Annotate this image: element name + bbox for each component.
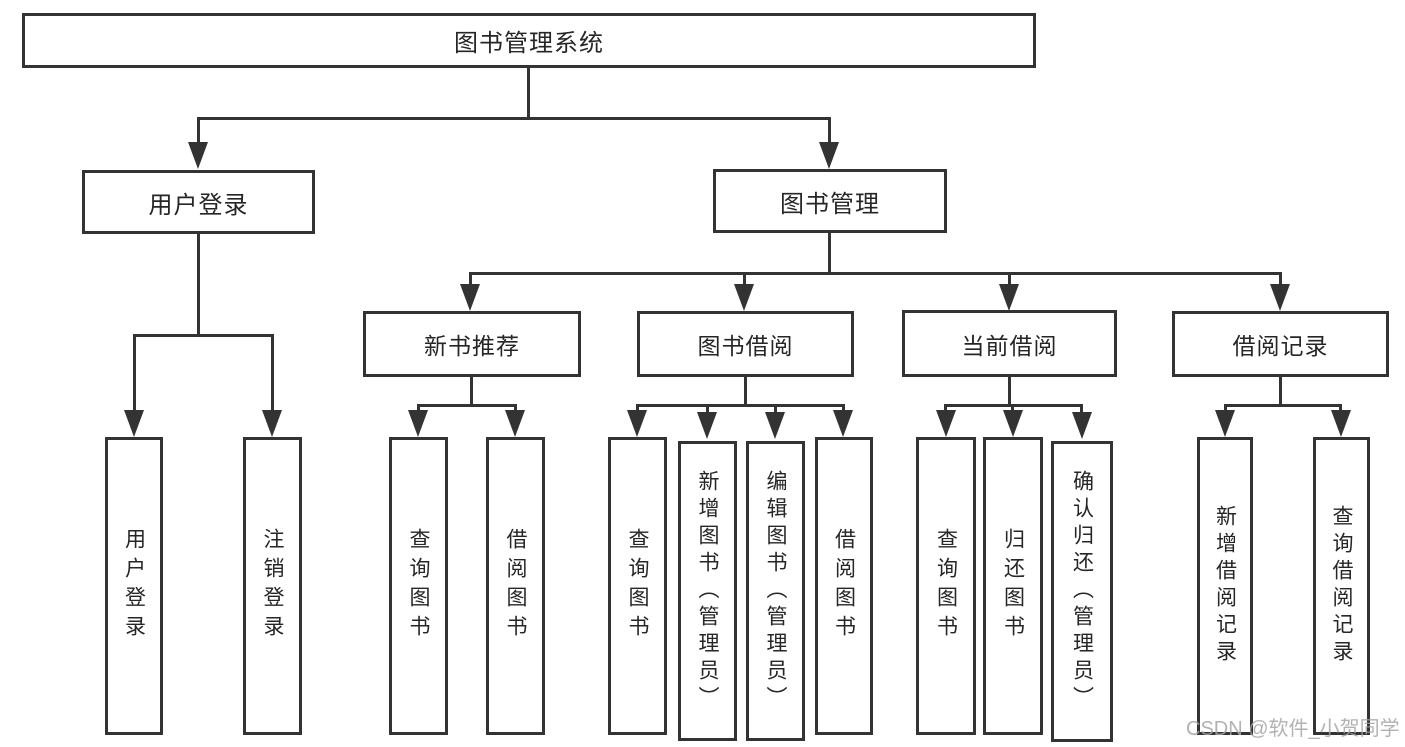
- arrow-borrowing: [734, 284, 754, 311]
- connector-br-drop1: [1224, 404, 1227, 414]
- node-label: 用户登录: [122, 528, 146, 644]
- connector-level1-branch: [197, 117, 831, 120]
- arrow-current: [999, 284, 1019, 311]
- node-leaf-user-login: 用户登录: [105, 437, 163, 735]
- node-label: 借阅图书: [504, 528, 527, 644]
- arrow-bb-add: [697, 412, 717, 439]
- connector-br-drop2: [1339, 404, 1342, 414]
- node-new-book-recommend: 新书推荐: [363, 311, 581, 377]
- node-current-borrow: 当前借阅: [902, 310, 1117, 377]
- connector-drop-current: [1008, 272, 1011, 286]
- node-label: 新增图书（管理员）: [696, 469, 719, 713]
- node-leaf-nb-borrow-books: 借阅图书: [486, 437, 545, 735]
- arrow-nb-borrow: [505, 410, 525, 437]
- arrow-cb-confirm: [1072, 412, 1092, 439]
- node-leaf-bb-edit-books-admin: 编辑图书（管理员）: [746, 441, 805, 741]
- connector-drop-records: [1279, 272, 1282, 286]
- connector-cb-drop2: [1011, 404, 1014, 414]
- arrow-book-mgmt: [819, 142, 839, 169]
- arrow-cb-return: [1003, 410, 1023, 437]
- node-label: 查询图书: [934, 528, 958, 644]
- node-label: 新增借阅记录: [1213, 505, 1237, 667]
- connector-cb-drop3: [1080, 404, 1083, 414]
- connector-drop-book-mgmt: [828, 117, 831, 147]
- node-leaf-logout: 注销登录: [243, 437, 302, 735]
- arrow-user-login: [188, 142, 208, 169]
- arrow-bb-edit: [765, 412, 785, 439]
- node-leaf-bb-query-books: 查询图书: [608, 437, 667, 735]
- node-label: 注销登录: [261, 528, 284, 644]
- node-leaf-br-query-record: 查询借阅记录: [1313, 437, 1370, 735]
- node-leaf-bb-add-books-admin: 新增图书（管理员）: [678, 441, 737, 741]
- connector-nb-split: [417, 404, 517, 407]
- node-book-borrow: 图书借阅: [637, 311, 854, 377]
- connector-drop-user-login: [197, 117, 200, 147]
- connector-drop-login: [133, 334, 136, 414]
- node-leaf-cb-return-books: 归还图书: [983, 437, 1043, 735]
- node-label: 查询图书: [626, 528, 649, 644]
- node-book-mgmt-branch: 图书管理: [713, 169, 947, 233]
- connector-cb-stem: [1008, 377, 1011, 407]
- node-label: 查询图书: [407, 528, 430, 644]
- node-label: 确认归还（管理员）: [1070, 470, 1094, 713]
- arrow-bb-query: [627, 410, 647, 437]
- arrow-records: [1270, 284, 1290, 311]
- connector-drop-borrowing: [743, 272, 746, 286]
- connector-br-split: [1224, 404, 1342, 407]
- connector-bb-drop3: [774, 404, 777, 414]
- connector-drop-new-books: [469, 272, 472, 286]
- connector-nb-stem: [470, 377, 473, 407]
- connector-user-split: [133, 334, 274, 337]
- connector-cb-drop1: [944, 404, 947, 414]
- connector-root-stem: [527, 68, 530, 120]
- arrow-logout: [262, 410, 282, 437]
- connector-nb-drop2: [514, 404, 517, 414]
- node-library-system: 图书管理系统: [22, 13, 1036, 68]
- node-borrow-records: 借阅记录: [1172, 311, 1389, 377]
- node-leaf-br-add-record: 新增借阅记录: [1197, 437, 1253, 735]
- node-leaf-nb-query-books: 查询图书: [389, 437, 448, 735]
- node-label: 归还图书: [1001, 528, 1025, 644]
- node-label: 编辑图书（管理员）: [764, 469, 787, 713]
- node-user-login-branch: 用户登录: [82, 170, 315, 234]
- arrow-cb-query: [936, 410, 956, 437]
- arrow-login: [124, 410, 144, 437]
- csdn-watermark: CSDN @软件_小贺同学: [1186, 718, 1400, 740]
- connector-drop-logout: [271, 334, 274, 414]
- connector-mgmt-stem: [828, 233, 831, 275]
- connector-bb-drop1: [636, 404, 639, 414]
- connector-bb-stem: [744, 377, 747, 407]
- connector-br-stem: [1279, 377, 1282, 407]
- connector-nb-drop1: [417, 404, 420, 414]
- connector-bb-drop2: [706, 404, 709, 414]
- connector-bb-drop4: [842, 404, 845, 414]
- node-leaf-cb-confirm-return-admin: 确认归还（管理员）: [1051, 441, 1113, 742]
- node-leaf-cb-query-books: 查询图书: [916, 437, 976, 735]
- connector-user-stem: [197, 234, 200, 337]
- node-label: 查询借阅记录: [1330, 505, 1353, 667]
- arrow-br-query: [1331, 410, 1351, 437]
- node-label: 借阅图书: [832, 528, 856, 644]
- connector-bb-split: [636, 404, 845, 407]
- connector-level2-branch: [469, 272, 1282, 275]
- node-leaf-bb-borrow-books: 借阅图书: [815, 437, 873, 735]
- arrow-bb-borrow: [833, 410, 853, 437]
- arrow-br-add: [1215, 410, 1235, 437]
- arrow-new-books: [460, 284, 480, 311]
- arrow-nb-query: [408, 410, 428, 437]
